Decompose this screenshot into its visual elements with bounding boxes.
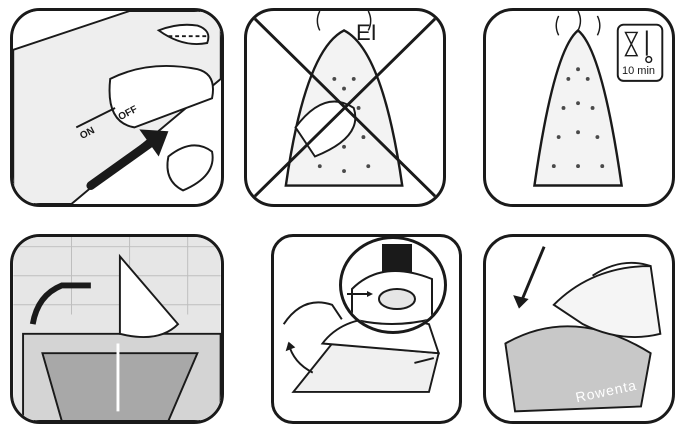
cooling-soleplate-illustration [486, 11, 672, 204]
hot-soleplate-illustration [247, 11, 443, 204]
cooling-time-label: 10 min [622, 65, 655, 77]
step-cool-down-panel [483, 8, 675, 207]
step-switch-off-panel [10, 8, 224, 207]
step-empty-water-panel [10, 234, 224, 424]
error-code-label: EI [356, 20, 377, 46]
step-do-not-touch-panel [244, 8, 446, 207]
arrow-icon [520, 247, 544, 305]
button-detail-illustration [342, 239, 444, 331]
iron-handle-illustration [13, 11, 221, 204]
button-detail-inset [339, 236, 447, 334]
sink-illustration [13, 237, 221, 421]
